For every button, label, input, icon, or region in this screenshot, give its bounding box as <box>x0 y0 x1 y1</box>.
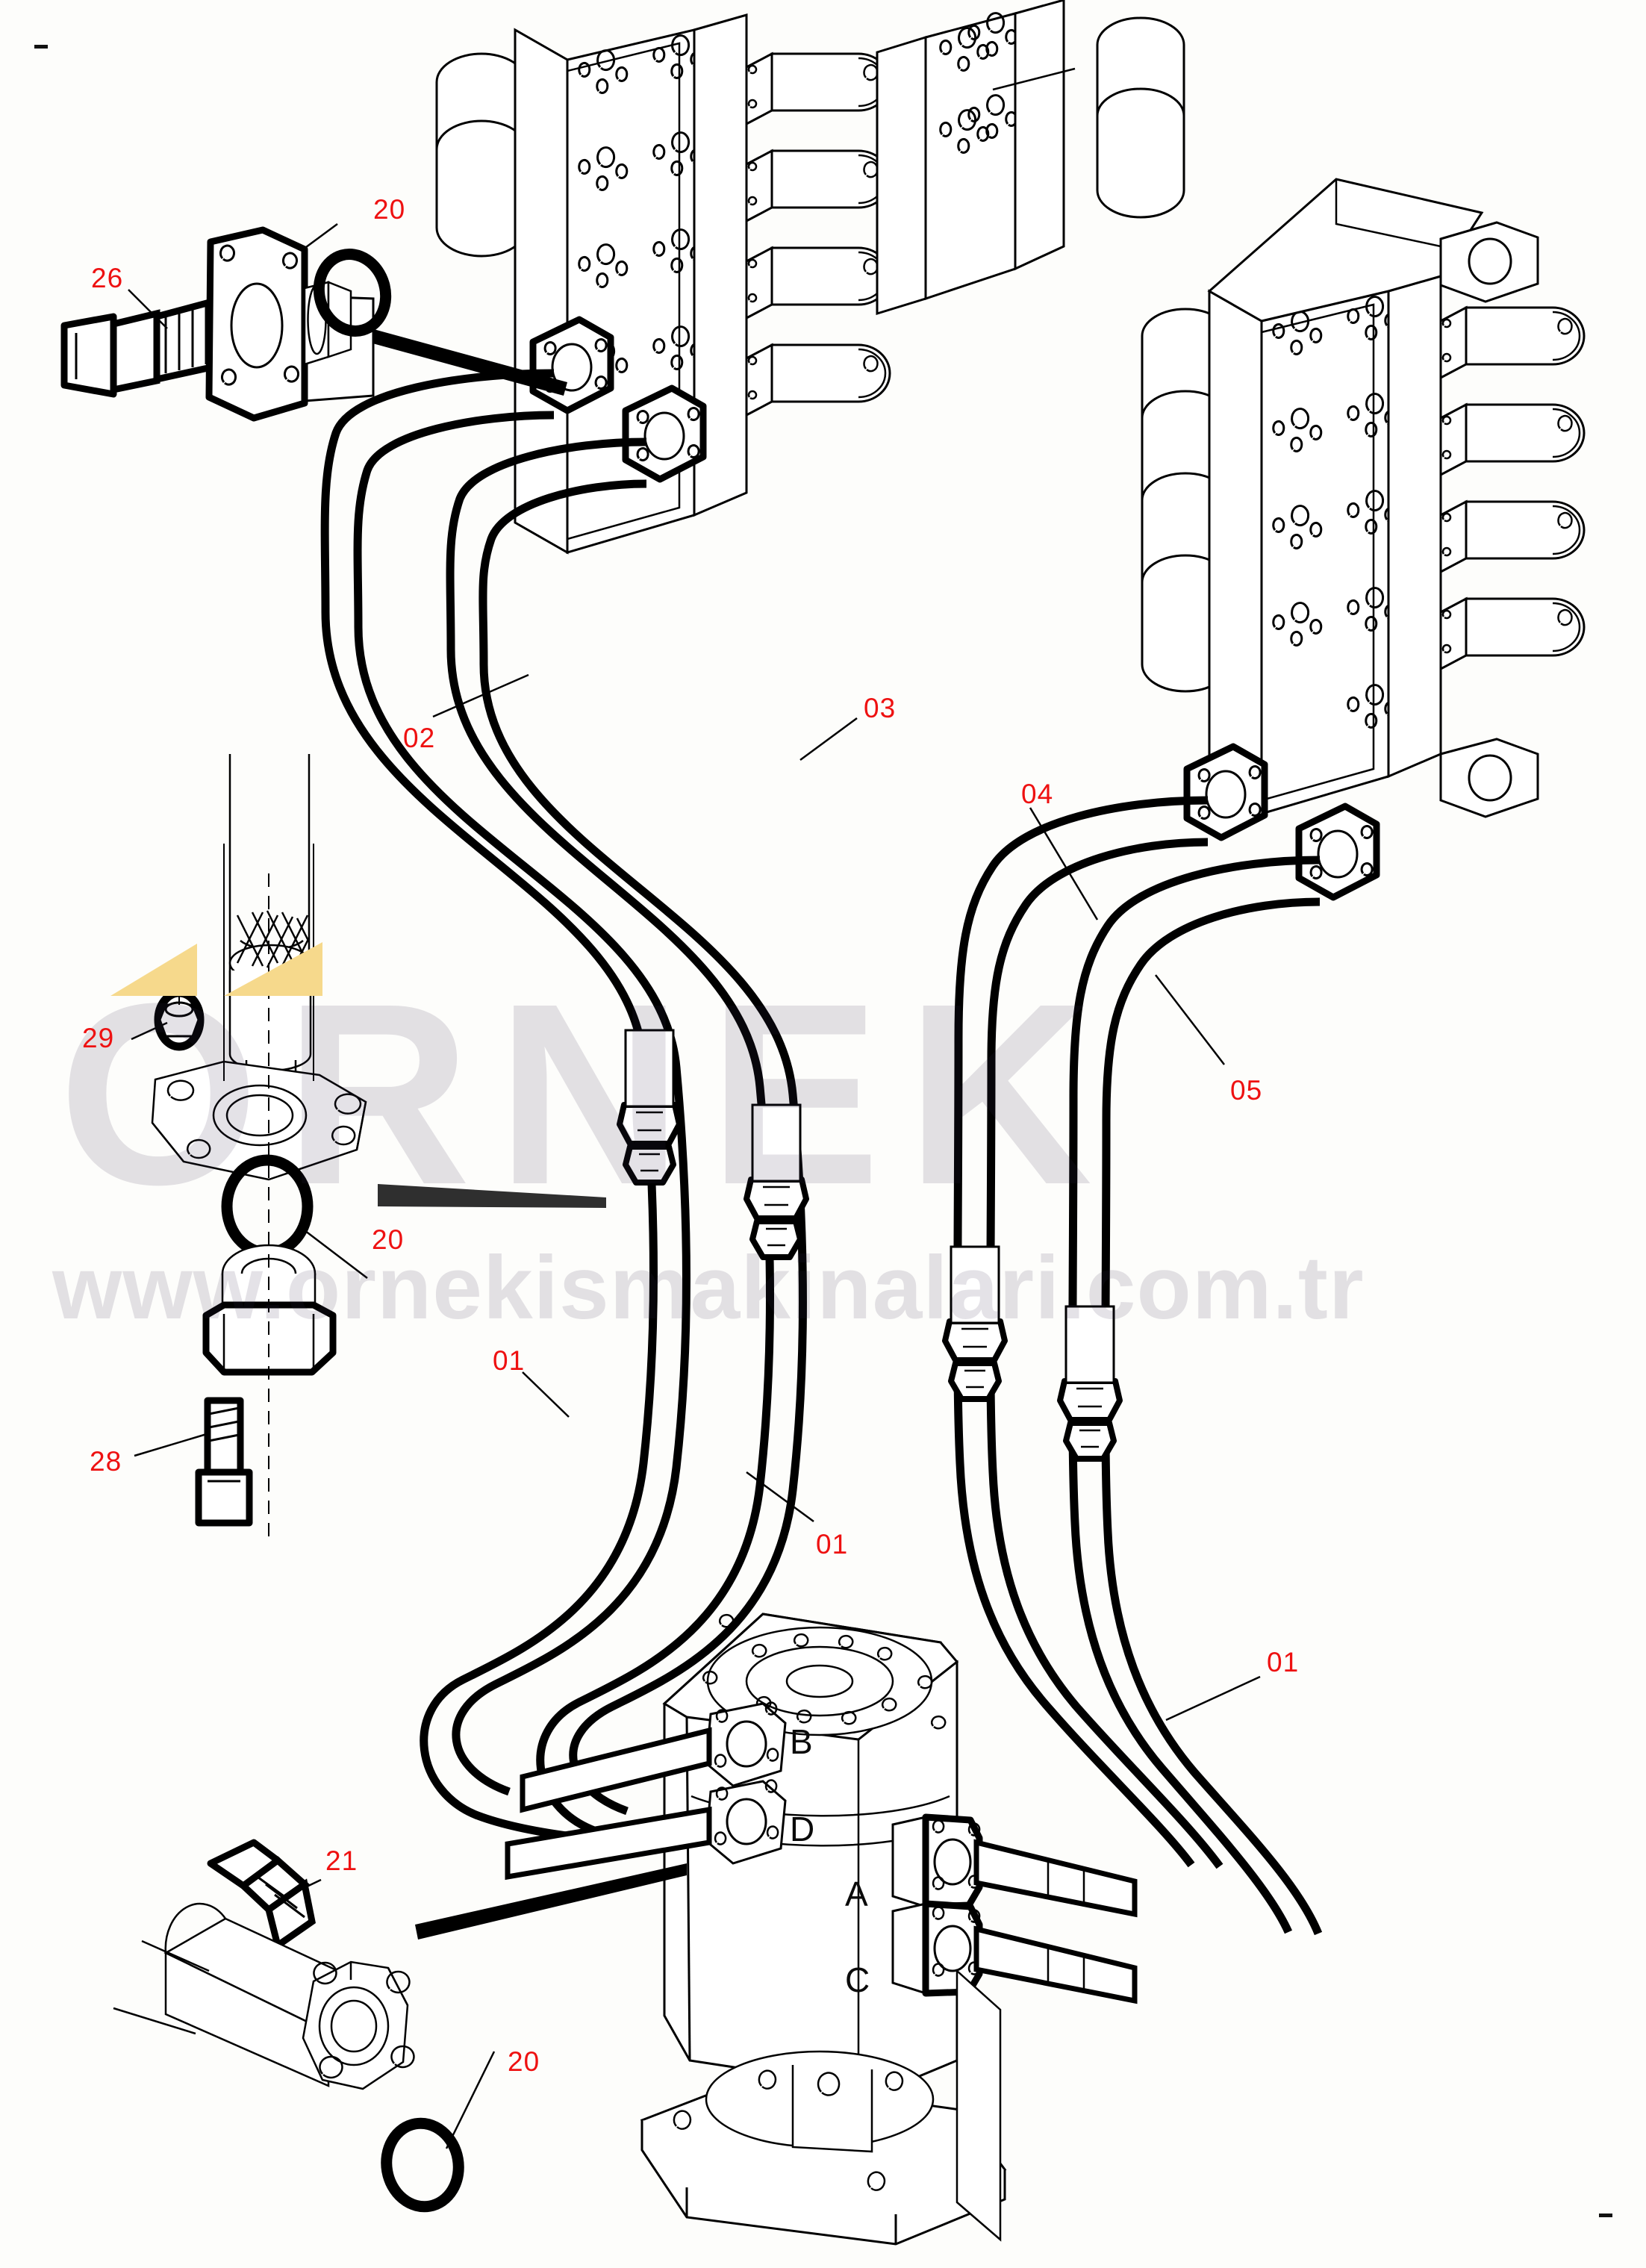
port-label-B: B <box>790 1722 813 1761</box>
o-ring-20-bottom <box>381 2117 464 2213</box>
leader-03 <box>799 717 858 761</box>
callout-02: 02 <box>403 723 436 753</box>
bolt-28 <box>195 1397 253 1527</box>
pointer-wedge-top <box>367 328 567 396</box>
hose-fitting-left-b <box>746 1180 806 1257</box>
side-port-right-top <box>1439 221 1539 303</box>
bolt-21 <box>207 1839 316 1951</box>
port-label-A: A <box>845 1875 868 1913</box>
registration-mark-top-left <box>34 45 48 49</box>
hose-sleeve-group-right <box>950 1245 1115 1384</box>
callout-04: 04 <box>1021 779 1054 809</box>
hose-sleeve-group-left <box>624 1029 802 1183</box>
callout-03: 03 <box>864 693 897 723</box>
leader-01-a <box>522 1371 570 1418</box>
flange-body-bottom <box>302 1960 415 2090</box>
port-flange-C <box>891 1900 983 1997</box>
o-ring-20-top <box>313 249 392 337</box>
callout-29: 29 <box>82 1023 115 1053</box>
hose-fitting-right-a <box>945 1321 1005 1399</box>
leader-04 <box>1029 807 1099 920</box>
hose-group-left <box>320 369 807 1848</box>
leader-02 <box>432 673 529 718</box>
flange-assembly-top <box>60 226 392 422</box>
port-label-C: C <box>845 1960 870 1999</box>
leader-05 <box>1155 974 1225 1065</box>
side-port-right-bottom <box>1439 738 1539 818</box>
leader-01-b <box>746 1471 814 1523</box>
pointer-wedge-bottom <box>415 1863 687 1940</box>
port-label-D: D <box>790 1810 815 1848</box>
callout-26: 26 <box>91 263 124 293</box>
leader-26 <box>128 289 168 329</box>
pointer-wedge-mid <box>378 1184 606 1208</box>
callout-20-bottom: 20 <box>508 2046 540 2077</box>
solenoid-bank-right <box>1439 306 1586 670</box>
registration-mark-bottom-right <box>1599 2214 1612 2217</box>
fitting-flange-plate <box>151 1060 367 1181</box>
port-flange-D <box>705 1779 787 1865</box>
leader-lines <box>128 289 1261 1722</box>
valve-block-left <box>435 0 1185 555</box>
callout-01-c: 01 <box>1267 1647 1300 1677</box>
port-flange-A <box>891 1813 983 1910</box>
flange-assembly-bottom <box>113 1839 687 2213</box>
hose-fitting-left-a <box>620 1105 679 1183</box>
solenoid-bank-left <box>745 52 891 417</box>
hose-fitting-right-b <box>1060 1381 1120 1459</box>
callout-20-mid: 20 <box>372 1224 405 1255</box>
bolt-26 <box>60 296 222 398</box>
hose-group-right <box>953 796 1323 1936</box>
callout-28: 28 <box>90 1446 122 1477</box>
callout-01-a: 01 <box>493 1345 526 1376</box>
callout-21: 21 <box>325 1845 358 1876</box>
swivel-joint <box>505 1613 1138 2246</box>
callout-01-b: 01 <box>816 1529 849 1560</box>
leader-01-c <box>1165 1675 1261 1722</box>
callout-20-top: 20 <box>373 194 406 225</box>
callout-05: 05 <box>1230 1075 1263 1106</box>
lock-nut-29 <box>154 988 205 1051</box>
port-flange-B <box>705 1701 787 1787</box>
valve-block-right <box>1141 178 1586 897</box>
